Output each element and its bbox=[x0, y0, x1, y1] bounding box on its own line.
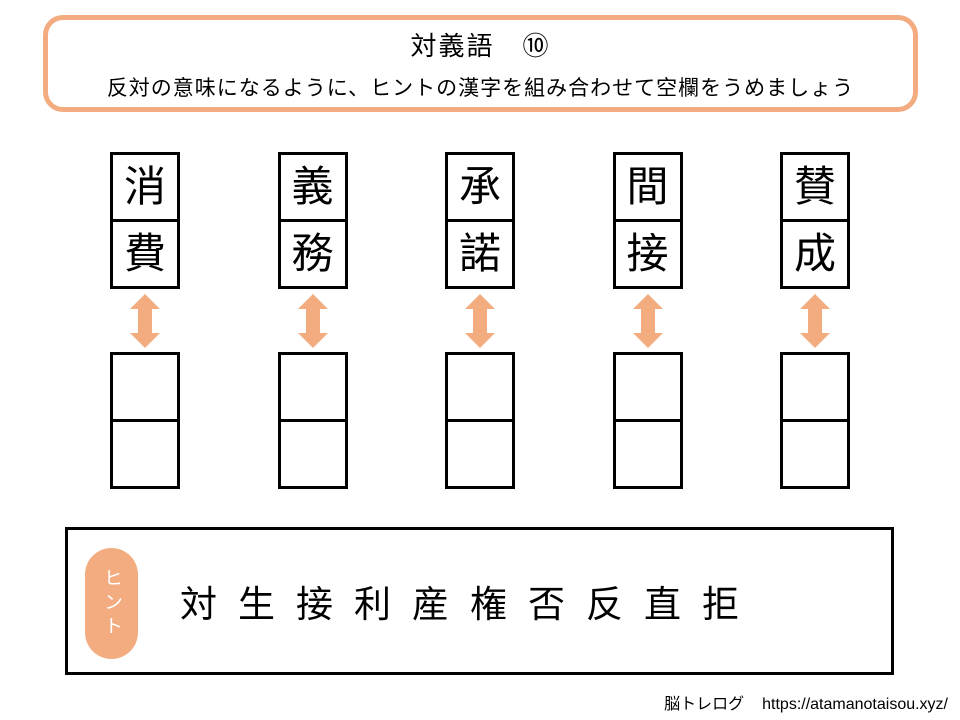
page-subtitle: 反対の意味になるように、ヒントの漢字を組み合わせて空欄をうめましょう bbox=[106, 76, 855, 100]
double-arrow-icon bbox=[799, 289, 831, 352]
answer-cell bbox=[110, 419, 180, 489]
kanji-cell: 賛 bbox=[780, 152, 850, 222]
word-columns: 消 費 義 務 bbox=[110, 152, 850, 489]
kanji-cell: 消 bbox=[110, 152, 180, 222]
double-arrow-icon bbox=[129, 289, 161, 352]
hint-kanji: 産 bbox=[412, 584, 449, 625]
hint-kanji: 拒 bbox=[702, 584, 739, 625]
hint-kanji: 対 bbox=[180, 584, 217, 625]
kanji-cell: 接 bbox=[612, 219, 683, 289]
hint-box: ヒント 対 生 接 利 産 権 否 反 直 拒 bbox=[65, 527, 894, 675]
kanji-cell: 成 bbox=[780, 219, 850, 289]
given-word: 義 務 bbox=[277, 152, 348, 289]
answer-cell bbox=[780, 352, 850, 422]
footer-credit: 脳トレログ https://atamanotaisou.xyz/ bbox=[664, 690, 948, 714]
kanji-cell: 義 bbox=[277, 152, 348, 222]
hint-label: ヒント bbox=[101, 567, 122, 640]
answer-cell bbox=[277, 352, 348, 422]
hint-kanji: 利 bbox=[354, 584, 391, 625]
hint-label-badge: ヒント bbox=[85, 548, 138, 659]
kanji-cell: 承 bbox=[445, 152, 515, 222]
answer-word bbox=[277, 352, 348, 489]
answer-word bbox=[612, 352, 683, 489]
kanji-cell: 諾 bbox=[445, 219, 515, 289]
double-arrow-icon bbox=[464, 289, 496, 352]
site-url: https://atamanotaisou.xyz/ bbox=[762, 696, 948, 713]
kanji-cell: 費 bbox=[110, 219, 180, 289]
word-column-2: 義 務 bbox=[277, 152, 348, 489]
answer-word bbox=[110, 352, 180, 489]
word-column-5: 賛 成 bbox=[780, 152, 850, 489]
hint-characters: 対 生 接 利 産 権 否 反 直 拒 bbox=[180, 530, 739, 672]
instruction-header: 対義語 ⑩ 反対の意味になるように、ヒントの漢字を組み合わせて空欄をうめましょう bbox=[43, 15, 918, 112]
word-column-3: 承 諾 bbox=[445, 152, 515, 489]
word-column-1: 消 費 bbox=[110, 152, 180, 489]
answer-cell bbox=[277, 419, 348, 489]
given-word: 間 接 bbox=[612, 152, 683, 289]
hint-kanji: 権 bbox=[470, 584, 507, 625]
hint-kanji: 否 bbox=[528, 584, 565, 625]
kanji-cell: 務 bbox=[277, 219, 348, 289]
hint-kanji: 生 bbox=[238, 584, 275, 625]
answer-word bbox=[445, 352, 515, 489]
answer-cell bbox=[445, 419, 515, 489]
answer-cell bbox=[612, 352, 683, 422]
double-arrow-icon bbox=[632, 289, 664, 352]
answer-word bbox=[780, 352, 850, 489]
answer-cell bbox=[110, 352, 180, 422]
answer-cell bbox=[445, 352, 515, 422]
kanji-cell: 間 bbox=[612, 152, 683, 222]
given-word: 賛 成 bbox=[780, 152, 850, 289]
answer-cell bbox=[612, 419, 683, 489]
hint-kanji: 接 bbox=[296, 584, 333, 625]
given-word: 承 諾 bbox=[445, 152, 515, 289]
page-title: 対義語 ⑩ bbox=[410, 30, 551, 61]
hint-kanji: 反 bbox=[586, 584, 623, 625]
hint-kanji: 直 bbox=[644, 584, 681, 625]
double-arrow-icon bbox=[297, 289, 329, 352]
site-name: 脳トレログ bbox=[664, 696, 745, 713]
answer-cell bbox=[780, 419, 850, 489]
word-column-4: 間 接 bbox=[612, 152, 683, 489]
given-word: 消 費 bbox=[110, 152, 180, 289]
